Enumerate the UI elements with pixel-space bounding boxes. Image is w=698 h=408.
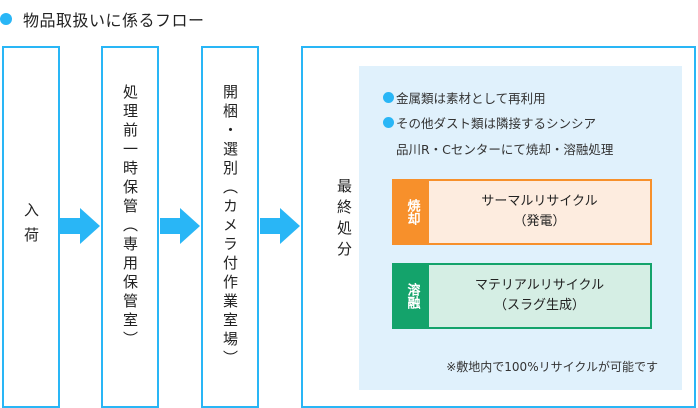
step-arrival-label: 入荷 [22, 202, 40, 252]
step-unpacking-sorting-label: 開梱・選別（カメラ付作業室場） [221, 84, 239, 369]
method-melting-line2: （スラグ生成） [493, 298, 585, 313]
method-incineration-tag: 焼却 [394, 181, 429, 243]
detail-bullet: その他ダスト類は隣接するシンシア [383, 113, 596, 132]
method-melting: 溶融 マテリアルリサイクル （スラグ生成） [392, 263, 652, 329]
bullet-dot-icon [0, 13, 12, 25]
detail-bullet-text: 金属類は素材として再利用 [396, 91, 546, 106]
recycling-note: ※敷地内で100%リサイクルが可能です [446, 360, 658, 374]
right-arrow-icon [60, 208, 100, 244]
step-arrival: 入荷 [2, 46, 60, 408]
detail-bullet: 金属類は素材として再利用 [383, 88, 546, 107]
method-incineration-line2: （発電） [513, 214, 566, 229]
step-final-disposal-label: 最終処分 [335, 178, 353, 262]
flow-title: 物品取扱いに係るフロー [0, 6, 205, 32]
bullet-dot-icon [383, 92, 394, 103]
right-arrow-icon [160, 208, 200, 244]
step-unpacking-sorting: 開梱・選別（カメラ付作業室場） [201, 46, 259, 408]
method-incineration-body: サーマルリサイクル （発電） [429, 181, 650, 243]
method-incineration: 焼却 サーマルリサイクル （発電） [392, 179, 652, 245]
disposal-details-panel: 金属類は素材として再利用 その他ダスト類は隣接するシンシア 品川R・Cセンターに… [359, 66, 682, 390]
method-melting-body: マテリアルリサイクル （スラグ生成） [429, 265, 650, 327]
flow-title-text: 物品取扱いに係るフロー [23, 11, 205, 30]
method-melting-line1: マテリアルリサイクル [474, 278, 605, 293]
method-incineration-line1: サーマルリサイクル [481, 194, 598, 209]
method-melting-tag: 溶融 [394, 265, 429, 327]
bullet-dot-icon [383, 117, 394, 128]
detail-bullet-text: その他ダスト類は隣接するシンシア [396, 116, 597, 131]
step-temporary-storage: 処理前一時保管（専用保管室） [101, 46, 159, 408]
step-final-disposal: 最終処分 金属類は素材として再利用 その他ダスト類は隣接するシンシア 品川R・C… [301, 46, 696, 408]
step-temporary-storage-label: 処理前一時保管（専用保管室） [121, 84, 139, 350]
right-arrow-icon [260, 208, 300, 244]
detail-bullet-continuation: 品川R・Cセンターにて焼却・溶融処理 [396, 142, 614, 157]
